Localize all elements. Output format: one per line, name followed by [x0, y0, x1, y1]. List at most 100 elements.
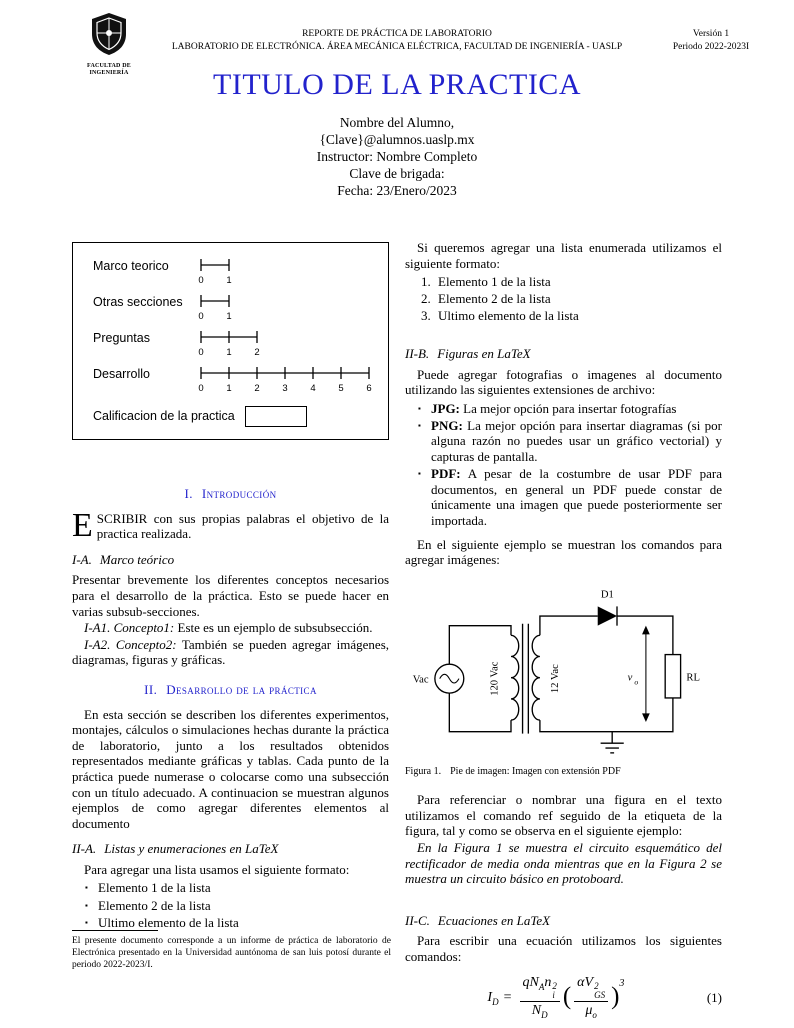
eq-term: αV — [577, 974, 594, 990]
sine-wave-icon — [439, 673, 460, 684]
subsubsection-text: Este es un ejemplo de subsubsección. — [177, 620, 373, 636]
example-intro-paragraph: En el siguiente ejemplo se muestran los … — [405, 536, 722, 568]
secondary-wire-top — [539, 615, 598, 635]
ac-source-symbol — [434, 663, 465, 694]
left-column: Marco teorico 0 1 Otras secciones — [72, 240, 389, 1021]
rubric-row-marco-teorico: Marco teorico 0 1 — [93, 257, 378, 293]
section-number: I. — [184, 486, 193, 501]
subsection-number: I-A. — [72, 551, 92, 567]
rubric-row-calificacion: Calificacion de la practica — [93, 401, 378, 431]
enum-intro-paragraph: Si queremos agregar una lista enumerada … — [405, 240, 722, 271]
rubric-row-label: Desarrollo — [93, 367, 150, 381]
diode-label: D1 — [601, 589, 614, 600]
list-item-text: Ultimo elemento de la lista — [438, 308, 579, 324]
svg-text:1: 1 — [226, 275, 231, 285]
author-instructor: Instructor: Nombre Completo — [316, 149, 478, 164]
format-list: JPG: La mejor opción para insertar fotog… — [405, 401, 722, 529]
header-right: Versión 1 Periodo 2022-2023I — [652, 28, 770, 54]
footnote-rule — [72, 930, 158, 931]
equation-number: (1) — [706, 989, 722, 1005]
header-version: Versión 1 — [692, 29, 730, 39]
header-period: Periodo 2022-2023I — [672, 42, 750, 52]
list-item: JPG: La mejor opción para insertar fotog… — [418, 400, 722, 417]
reference-example-paragraph: En la Figura 1 se muestra el circuito es… — [405, 839, 722, 887]
open-paren: ( — [562, 982, 572, 1010]
eq-term: N — [531, 1003, 542, 1019]
list-item: Ultimo elemento de la lista — [85, 915, 389, 931]
subsection-heading-listas: II-A.Listas y enumeraciones en LaTeX — [72, 841, 389, 857]
university-logo-icon — [92, 13, 126, 55]
header-center: REPORTE DE PRÁCTICA DE LABORATORIO LABOR… — [147, 28, 647, 54]
logo-caption: FACULTAD DE INGENIERÍA — [84, 63, 134, 77]
primary-wire-top — [448, 624, 512, 664]
list-item-number: 3. — [421, 308, 431, 324]
list-item: 1.Elemento 1 de la lista — [421, 274, 722, 290]
subsubsection-text: También se pueden agregar imágenes, diag… — [72, 636, 390, 668]
equation-intro-paragraph: Para escribir una ecuación utilizamos lo… — [405, 933, 722, 964]
eq-sub: D — [541, 1010, 548, 1021]
eq-sub: A — [538, 981, 545, 992]
grading-rubric-figure: Marco teorico 0 1 Otras secciones — [72, 242, 389, 440]
fraction-denominator: ND — [520, 1002, 560, 1020]
svg-text:0: 0 — [198, 311, 203, 321]
subsection-title: Listas y enumeraciones en LaTeX — [104, 841, 279, 857]
list-item: Elemento 2 de la lista — [85, 898, 389, 914]
svg-text:0: 0 — [198, 347, 203, 357]
rubric-row-desarrollo: Desarrollo 0 1 2 3 4 — [93, 365, 378, 401]
svg-text:5: 5 — [338, 383, 343, 393]
footnote: El presente documento corresponde a un i… — [72, 930, 391, 971]
output-wire-top — [617, 615, 674, 655]
subsection-number: II-B. — [405, 345, 430, 361]
svg-text:1: 1 — [226, 383, 231, 393]
output-voltage-label: v — [628, 672, 633, 683]
bullet-list: Elemento 1 de la lista Elemento 2 de la … — [72, 880, 389, 930]
list-item: PDF: A pesar de la costumbre de usar PDF… — [418, 466, 722, 528]
marco-teorico-paragraph: Presentar brevemente los diferentes conc… — [72, 572, 389, 619]
right-column: Si queremos agregar una lista enumerada … — [405, 240, 722, 1021]
primary-voltage-label: 120 Vac — [490, 661, 501, 696]
svg-text:1: 1 — [226, 347, 231, 357]
subsubsection-title: Concepto1: — [113, 620, 175, 636]
figure-caption-label: Figura 1. — [405, 765, 442, 777]
figure-caption: Figura 1. Pie de imagen: Imagen con exten… — [405, 766, 722, 779]
resistor-symbol — [664, 653, 682, 699]
eq-power: 3 — [619, 977, 625, 989]
footnote-text: El presente documento corresponde a un i… — [72, 936, 391, 970]
list-item: 3. Ultimo elemento de la lista — [421, 308, 722, 324]
rubric-row-label: Otras secciones — [93, 295, 183, 309]
format-text: La mejor opción para insertar fotografía… — [463, 400, 677, 416]
grade-label: Calificacion de la practica — [93, 408, 235, 423]
svg-text:2: 2 — [254, 383, 259, 393]
list-item: PNG: La mejor opción para insertar diagr… — [418, 418, 722, 465]
list-item: Elemento 1 de la lista — [85, 880, 389, 896]
subsubsection-concepto1: I-A1. Concepto1: Este es un ejemplo de s… — [72, 620, 389, 636]
eq-sub: i — [552, 989, 555, 1000]
section-heading-introduccion: I. Introducción — [72, 486, 389, 502]
subsection-title: Marco teórico — [99, 551, 175, 567]
svg-text:2: 2 — [254, 347, 259, 357]
svg-text:4: 4 — [310, 383, 315, 393]
section-title: Introducción — [201, 486, 277, 501]
rubric-row-label: Preguntas — [93, 331, 150, 345]
header-report-line: REPORTE DE PRÁCTICA DE LABORATORIO — [302, 29, 492, 39]
rubric-row-label: Marco teorico — [93, 259, 169, 273]
source-label: Vac — [413, 674, 429, 685]
secondary-voltage-label: 12 Vac — [550, 664, 561, 693]
subsection-title: Ecuaciones en LaTeX — [437, 912, 551, 928]
subsection-heading-figuras: II-B.Figuras en LaTeX — [405, 346, 722, 362]
figure-caption-text: Pie de imagen: Imagen con extensión PDF — [450, 765, 621, 777]
drop-cap: E — [72, 506, 93, 544]
eq-term: qN — [522, 974, 539, 990]
logo-caption-line2: INGENIERÍA — [89, 70, 129, 76]
page-title: TITULO DE LA PRACTICA — [213, 68, 581, 101]
primary-coil-symbol — [510, 634, 520, 721]
